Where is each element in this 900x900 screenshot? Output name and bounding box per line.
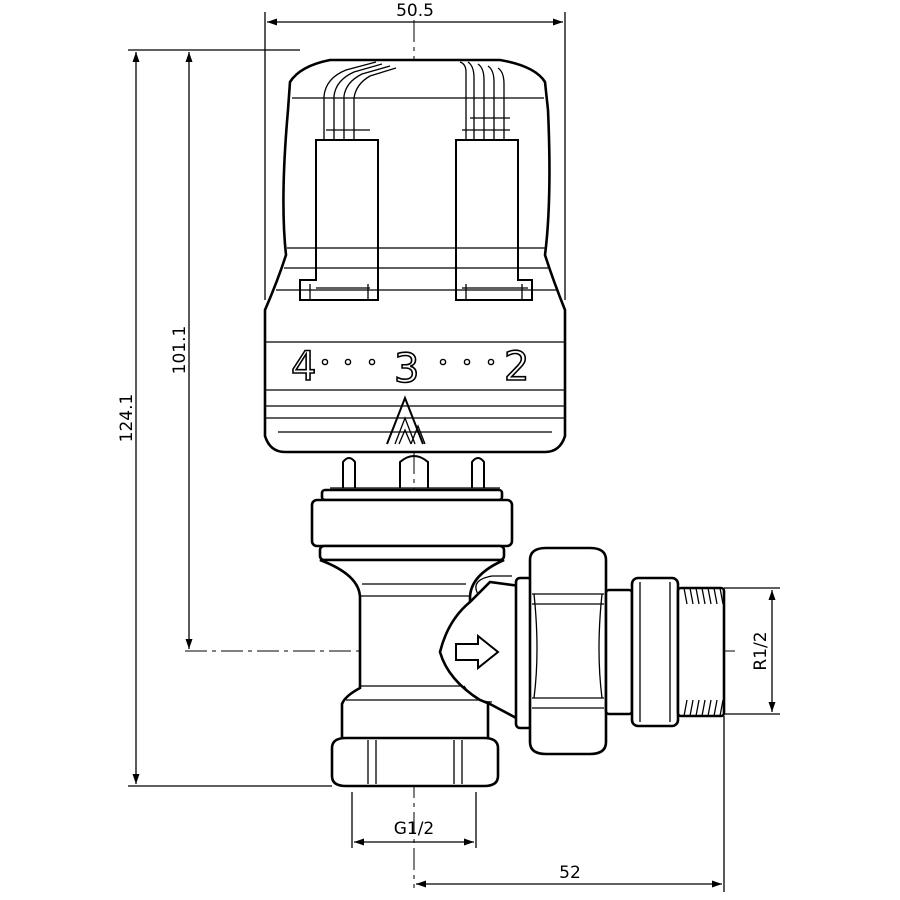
knurled-nut	[310, 488, 514, 562]
dim-top-width: 50.5	[396, 1, 434, 21]
dimension-labels: 50.5 124.1 101.1 R1/2 G1/2 52	[117, 1, 771, 883]
dim-outlet-thread: R1/2	[751, 631, 771, 670]
dim-horizontal-offset: 52	[559, 863, 581, 883]
right-grip-icon	[455, 61, 533, 301]
setting-marker-icon	[386, 395, 426, 445]
thermostat-head: 4 3 2	[263, 58, 567, 454]
union-nut	[514, 546, 608, 756]
scale-label-2: 2	[504, 344, 529, 390]
scale-label-4: 4	[291, 344, 316, 390]
dim-axis-height: 101.1	[170, 326, 190, 375]
stem-pins	[330, 455, 500, 489]
inlet-hex-nut	[330, 736, 500, 788]
tailpiece	[604, 576, 726, 728]
dimension-lines	[128, 12, 780, 892]
scale-dots	[321, 358, 495, 366]
dim-inlet-thread: G1/2	[394, 819, 435, 839]
scale-label-3: 3	[394, 346, 419, 392]
dim-overall-height: 124.1	[117, 394, 137, 443]
left-grip-icon	[299, 61, 397, 301]
